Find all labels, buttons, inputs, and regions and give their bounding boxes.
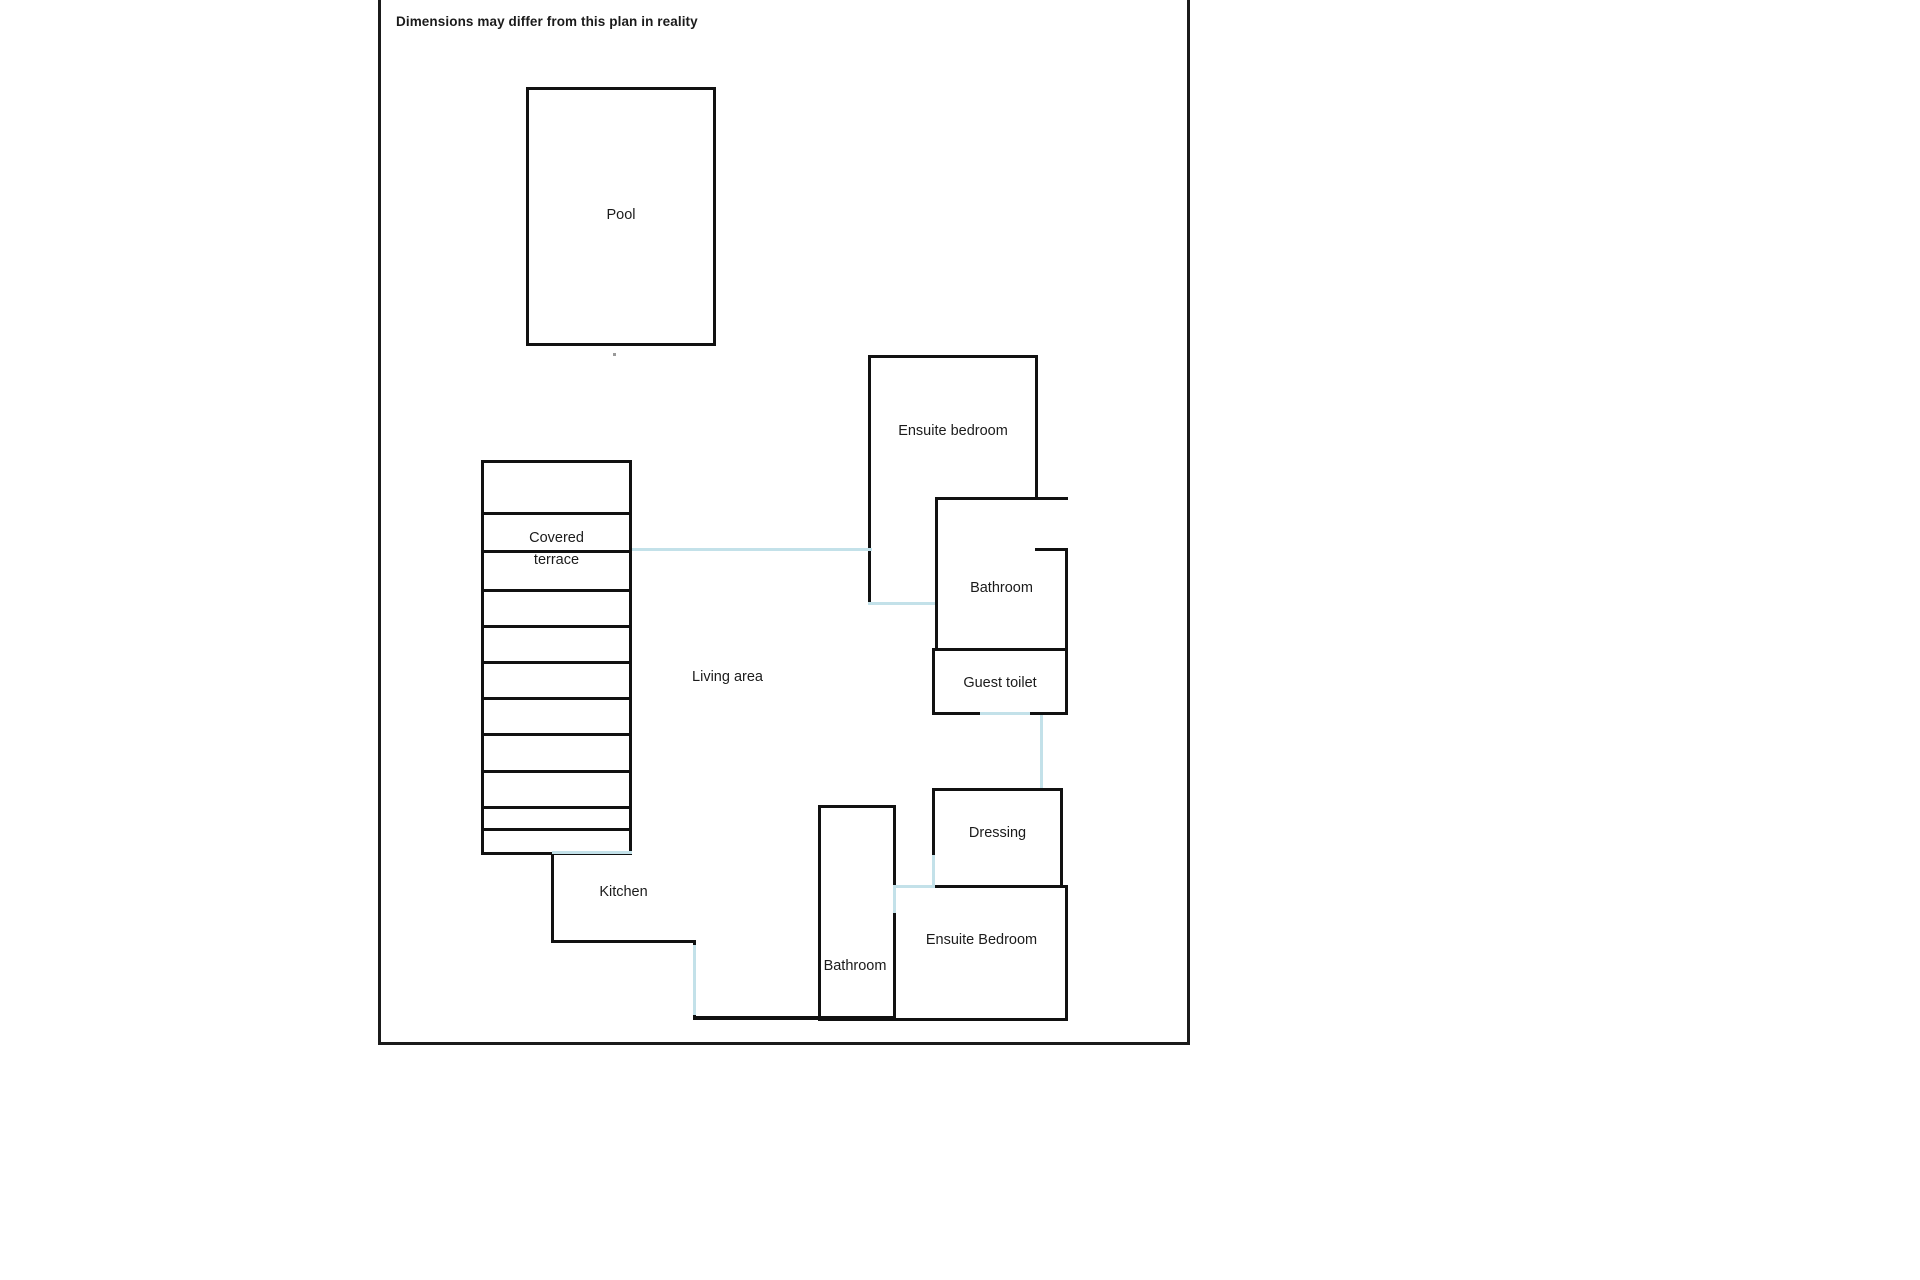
room-label-dressing: Dressing [968, 825, 1027, 841]
guest-toilet-wall-bottom-left [932, 712, 980, 715]
room-label-covered-terrace-line1: Covered [529, 530, 584, 546]
terrace-slat [481, 828, 632, 831]
opening-terrace-to-living [632, 548, 868, 551]
kitchen-wall-left [551, 855, 554, 943]
room-label-ensuite-bedroom-top: Ensuite bedroom [898, 423, 1008, 439]
ensuite-bedroom-bottom-wall-top [895, 885, 1068, 888]
room-label-guest-toilet: Guest toilet [963, 675, 1037, 691]
terrace-slat [481, 806, 632, 809]
opening-terrace-bottom [552, 851, 632, 854]
guest-toilet-wall-left [932, 648, 935, 715]
terrace-slat [481, 661, 632, 664]
dressing-wall-top [932, 788, 1063, 791]
opening-guest-toilet-door [980, 712, 1030, 715]
room-label-covered-terrace-line2: terrace [533, 552, 580, 568]
terrace-wall-left [481, 460, 484, 855]
ensuite-bedroom-bottom-wall-right [1065, 885, 1068, 1021]
guest-toilet-wall-bottom-right [1030, 712, 1068, 715]
ensuite-bedroom-top-wall-top [868, 355, 1038, 358]
disclaimer-text: Dimensions may differ from this plan in … [396, 14, 698, 29]
terrace-wall-top [481, 460, 632, 463]
room-label-bathroom-top: Bathroom [970, 580, 1033, 596]
bathroom-bottom-wall-top [818, 805, 895, 808]
room-label-living-area: Living area [692, 669, 763, 685]
room-label-kitchen: Kitchen [599, 884, 648, 900]
living-lower-wall-bottom [693, 1016, 873, 1020]
ensuite-bedroom-bottom-wall-bottom [895, 1018, 1068, 1021]
bathroom-top-wall-left [935, 497, 938, 650]
room-label-bathroom-bottom: Bathroom [823, 958, 887, 974]
bathroom-top-wall-bottom [935, 648, 1068, 651]
terrace-slat [481, 697, 632, 700]
terrace-slat [481, 589, 632, 592]
room-pool [526, 87, 716, 346]
terrace-wall-right [629, 460, 632, 855]
terrace-slat [481, 770, 632, 773]
opening-dressing-to-bathroom [893, 885, 935, 888]
room-label-pool: Pool [606, 207, 636, 223]
ensuite-bedroom-top-wall-right [1035, 355, 1038, 500]
guest-toilet-wall-right [1065, 648, 1068, 715]
terrace-slat [481, 550, 632, 553]
opening-kitchen-vertical [693, 945, 696, 1015]
living-lower-wall-bottom-2 [866, 1016, 896, 1020]
kitchen-wall-bottom [551, 940, 696, 943]
opening-toilet-to-dressing [1040, 715, 1043, 788]
opening-bathroom-bottom-door [893, 885, 896, 913]
opening-living-to-ensuite [866, 548, 872, 551]
terrace-slat [481, 733, 632, 736]
bathroom-top-wall-right-upper [1035, 497, 1068, 500]
page-frame [378, 0, 1190, 1045]
bathroom-bottom-wall-left [818, 805, 821, 1021]
terrace-slat [481, 512, 632, 515]
ensuite-bedroom-bottom-wall-left [893, 910, 896, 1021]
pool-decor-dot [613, 353, 616, 356]
bathroom-top-wall-right-angle [1035, 548, 1068, 551]
bathroom-top-wall-top [935, 497, 1035, 500]
opening-dressing-left [932, 855, 935, 885]
dressing-wall-right [1060, 788, 1063, 888]
terrace-slat [481, 625, 632, 628]
bathroom-top-wall-right [1065, 548, 1068, 650]
ensuite-bedroom-top-wall-left [868, 355, 871, 605]
dressing-wall-left [932, 788, 935, 888]
bathroom-bottom-wall-right [893, 805, 896, 885]
opening-ensuite-bathroom-door [868, 602, 938, 605]
room-label-ensuite-bedroom-bottom: Ensuite Bedroom [925, 932, 1038, 948]
